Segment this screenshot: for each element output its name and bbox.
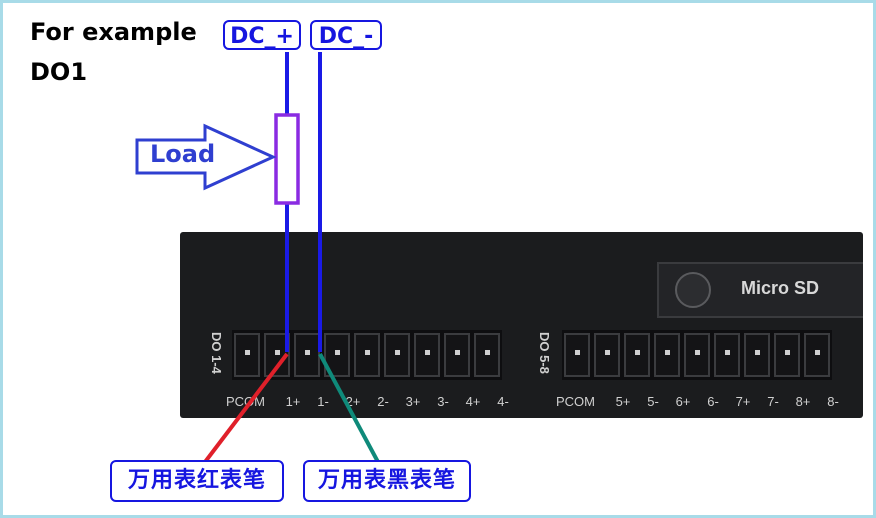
- bank1-terminal: [414, 333, 440, 377]
- example-caption: For example: [30, 18, 197, 46]
- bank2-pin-labels: PCOM 5+ 5- 6+ 6- 7+ 7- 8+ 8-: [556, 394, 848, 409]
- bank1-pin-label: 1-: [317, 394, 329, 409]
- bank2-terminal: [714, 333, 740, 377]
- bank2-pin-label: 7-: [767, 394, 779, 409]
- bank1-pin-label: 3+: [405, 394, 421, 409]
- bank2-pin-label: 8-: [827, 394, 839, 409]
- bank1-label: DO 1-4: [209, 332, 224, 374]
- red-probe-label: 万用表红表笔: [110, 460, 284, 502]
- bank2-pin-label: 5+: [615, 394, 631, 409]
- bank2-terminal: [594, 333, 620, 377]
- bank2-terminal: [654, 333, 680, 377]
- black-probe-label: 万用表黑表笔: [303, 460, 471, 502]
- bank2-terminal: [684, 333, 710, 377]
- bank2-terminal-strip: [562, 330, 832, 380]
- bank2-pin-label: 5-: [647, 394, 659, 409]
- dc-minus-tag: DC_-: [310, 20, 382, 50]
- bank2-pin-label: 7+: [735, 394, 751, 409]
- bank2-terminal: [564, 333, 590, 377]
- bank1-terminal: [384, 333, 410, 377]
- bank2-label: DO 5-8: [537, 332, 552, 374]
- bank1-terminal-strip: [232, 330, 502, 380]
- micro-sd-label: Micro SD: [741, 278, 820, 298]
- sd-eject-button: [675, 272, 711, 308]
- bank2-terminal: [744, 333, 770, 377]
- channel-caption: DO1: [30, 58, 88, 86]
- bank1-pin-label: 1+: [285, 394, 301, 409]
- micro-sd-slot: Micro SD: [657, 262, 863, 318]
- bank1-pin-label: 4+: [465, 394, 481, 409]
- bank1-terminal: [264, 333, 290, 377]
- bank2-pin-label: PCOM: [556, 394, 595, 409]
- bank1-terminal: [354, 333, 380, 377]
- dc-plus-tag: DC_+: [223, 20, 301, 50]
- bank2-pin-label: 8+: [795, 394, 811, 409]
- bank2-pin-label: 6-: [707, 394, 719, 409]
- bank1-terminal: [294, 333, 320, 377]
- bank1-terminal: [234, 333, 260, 377]
- io-module: Micro SD DO 1-4 PCOM 1+ 1- 2+ 2- 3+ 3- 4+ 4- DO …: [180, 232, 863, 418]
- bank1-pin-label: PCOM: [226, 394, 265, 409]
- bank1-pin-label: 2+: [345, 394, 361, 409]
- bank1-pin-label: 4-: [497, 394, 509, 409]
- bank1-pin-labels: PCOM 1+ 1- 2+ 2- 3+ 3- 4+ 4-: [226, 394, 518, 409]
- bank2-pin-label: 6+: [675, 394, 691, 409]
- bank2-terminal: [804, 333, 830, 377]
- bank1-pin-label: 3-: [437, 394, 449, 409]
- bank2-terminal: [624, 333, 650, 377]
- load-label: Load: [150, 140, 216, 168]
- bank1-terminal: [324, 333, 350, 377]
- bank1-terminal: [444, 333, 470, 377]
- bank1-terminal: [474, 333, 500, 377]
- bank1-pin-label: 2-: [377, 394, 389, 409]
- bank2-terminal: [774, 333, 800, 377]
